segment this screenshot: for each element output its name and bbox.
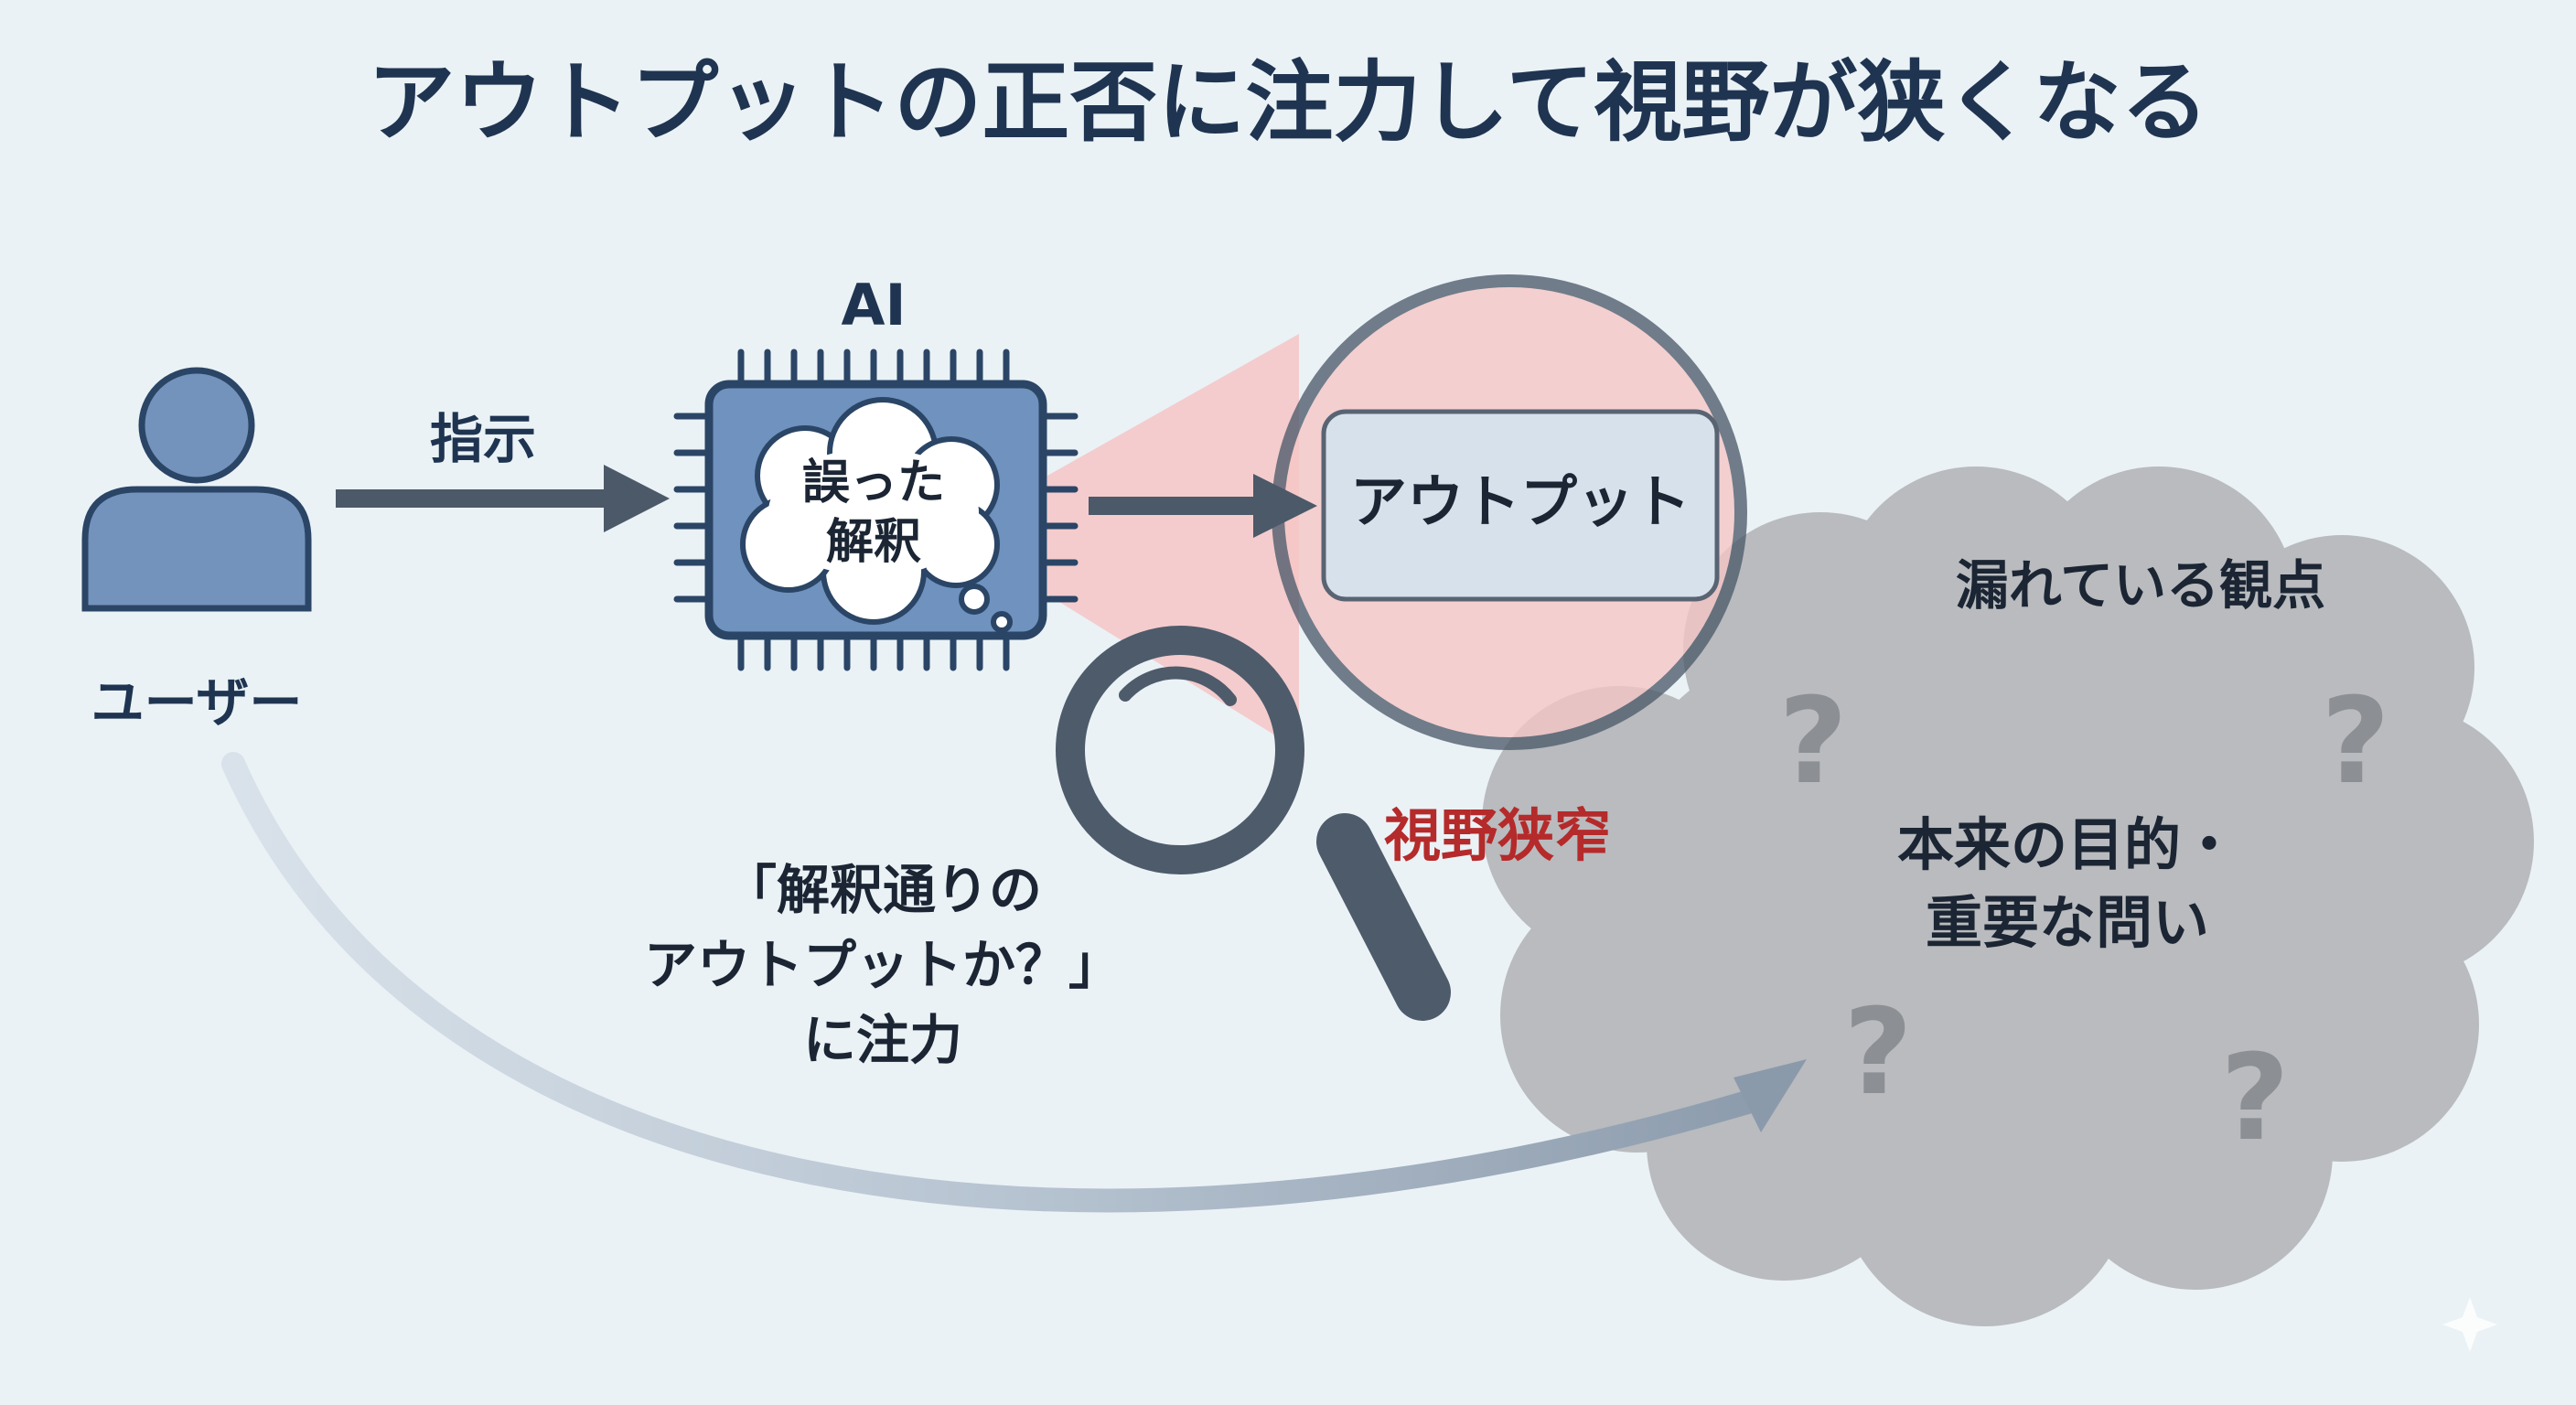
output-arrowhead (1253, 474, 1317, 538)
thought-line-2: 解釈 (826, 515, 921, 570)
focus-note-line-1: 「解釈通りの (724, 859, 1042, 921)
sparkle-icon (2442, 1297, 2497, 1352)
true-purpose-line-1: 本来の目的・ (1897, 811, 2238, 878)
missing-perspectives-cloud (1482, 467, 2534, 1326)
instruction-arrowhead (604, 465, 670, 532)
narrow-view-label: 視野狭窄 (1384, 802, 1611, 869)
overlooked-path-arrowhead (1733, 1059, 1807, 1132)
missing-perspectives-title: 漏れている観点 (1956, 554, 2325, 617)
output-box (1321, 409, 1720, 602)
page-title: アウトプットの正否に注力して視野が狭くなる (367, 51, 2208, 154)
user-icon (81, 367, 312, 612)
question-mark-icon: ? (2321, 671, 2389, 810)
question-mark-icon: ? (2220, 1028, 2289, 1167)
focus-note-line-3: に注力 (803, 1009, 962, 1071)
overlooked-path-arrow (221, 752, 1759, 1213)
question-mark-icon: ? (1843, 982, 1912, 1121)
true-purpose-line-2: 重要な問い (1926, 889, 2209, 956)
ai-label: AI (841, 272, 906, 338)
question-mark-icon: ? (1778, 671, 1847, 810)
thought-bubble (740, 397, 1013, 633)
thought-line-1: 誤った (802, 456, 945, 510)
instruction-label: 指示 (430, 408, 536, 470)
user-label: ユーザー (91, 671, 303, 734)
magnifier-icon (1056, 626, 1451, 1021)
focus-note-line-2: アウトプットか？」 (644, 934, 1122, 996)
output-label: アウトプット (1350, 468, 1690, 535)
